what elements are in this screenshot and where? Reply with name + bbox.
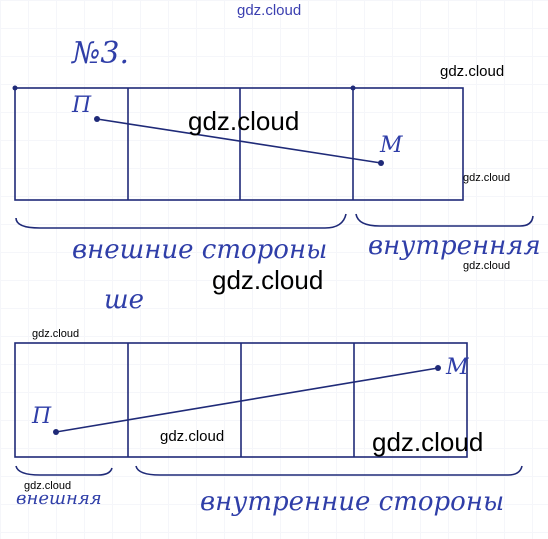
watermark: gdz.cloud <box>463 260 511 272</box>
watermark: gdz.cloud <box>440 63 505 80</box>
bottom-outer-label: внешняя <box>16 488 102 509</box>
watermark-top: gdz.cloud <box>237 2 302 19</box>
watermark: gdz.cloud <box>24 480 72 492</box>
top-point-m-dot <box>378 160 384 166</box>
bottom-point-p-dot <box>53 429 59 435</box>
watermark: gdz.cloud <box>463 172 511 184</box>
bottom-point-m-dot <box>435 365 441 371</box>
bottom-bracket-outer <box>15 465 113 476</box>
bottom-point-p-label: П <box>31 404 52 429</box>
bottom-inner-label: внутренние стороны <box>200 487 504 517</box>
bottom-point-m-label: М <box>445 355 469 380</box>
top-point-p-dot <box>94 116 100 122</box>
bottom-segment-pm <box>55 367 439 433</box>
top-strip-frame <box>14 87 464 201</box>
watermark: gdz.cloud <box>32 328 80 340</box>
watermark: gdz.cloud <box>372 427 484 457</box>
bottom-diagram <box>14 342 523 476</box>
top-inner-label: внутренняя <box>368 231 541 261</box>
watermark: gdz.cloud <box>160 428 225 445</box>
top-point-m-label: М <box>379 133 403 158</box>
top-diagram <box>14 87 534 229</box>
top-segment-pm <box>96 118 382 164</box>
top-outer-label-cont: ше <box>104 285 144 315</box>
top-vertex-a <box>12 85 18 91</box>
bottom-bracket-inner <box>135 465 523 476</box>
watermark: gdz.cloud <box>188 106 300 136</box>
top-outer-label: внешние стороны <box>72 235 327 265</box>
watermark: gdz.cloud <box>212 265 324 295</box>
top-bracket-inner <box>355 213 534 227</box>
top-point-p-label: П <box>71 93 92 118</box>
top-vertex-b <box>350 85 356 91</box>
problem-number: №3. <box>70 36 129 71</box>
top-bracket-outer <box>15 213 347 229</box>
